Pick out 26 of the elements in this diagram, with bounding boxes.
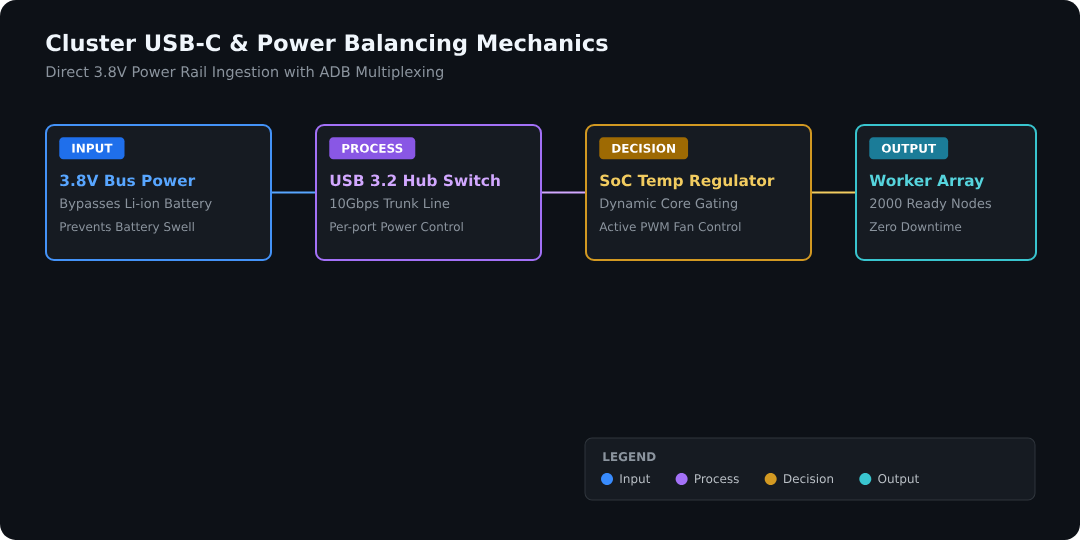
connector-line [811, 191, 856, 194]
category-badge: DECISION [599, 137, 689, 160]
stage-detail: Bypasses Li-ion Battery [60, 198, 212, 211]
category-badge: INPUT [59, 137, 125, 160]
connector-line [541, 191, 586, 194]
stage-title: USB 3.2 Hub Switch [330, 174, 500, 187]
legend-label: Input [620, 474, 651, 486]
stage-title: 3.8V Bus Power [60, 174, 196, 187]
category-badge: OUTPUT [869, 137, 949, 160]
stage-detail: Zero Downtime [869, 221, 962, 232]
stage-detail: 2000 Ready Nodes [870, 198, 992, 211]
category-badge: PROCESS [329, 137, 416, 160]
stage-title: Worker Array [869, 174, 984, 190]
stage-detail: Active PWM Fan Control [599, 221, 741, 232]
connector-line [271, 191, 316, 194]
legend-label: Process [695, 474, 739, 484]
stage-detail: Per-port Power Control [330, 221, 463, 234]
legend-label: Decision [784, 473, 833, 484]
stage-detail: Dynamic Core Gating [600, 198, 737, 211]
legend-title: LEGEND [603, 452, 656, 462]
stage-detail: Prevents Battery Swell [60, 221, 194, 234]
diagram-title: Cluster USB-C & Power Balancing Mechanics [46, 33, 608, 56]
stage-detail: 10Gbps Trunk Line [330, 198, 450, 211]
stage-title: SoC Temp Regulator [600, 174, 775, 190]
diagram-subtitle: Direct 3.8V Power Rail Ingestion with ADB Multiplexing [46, 65, 443, 81]
legend-label: Output [878, 474, 919, 486]
